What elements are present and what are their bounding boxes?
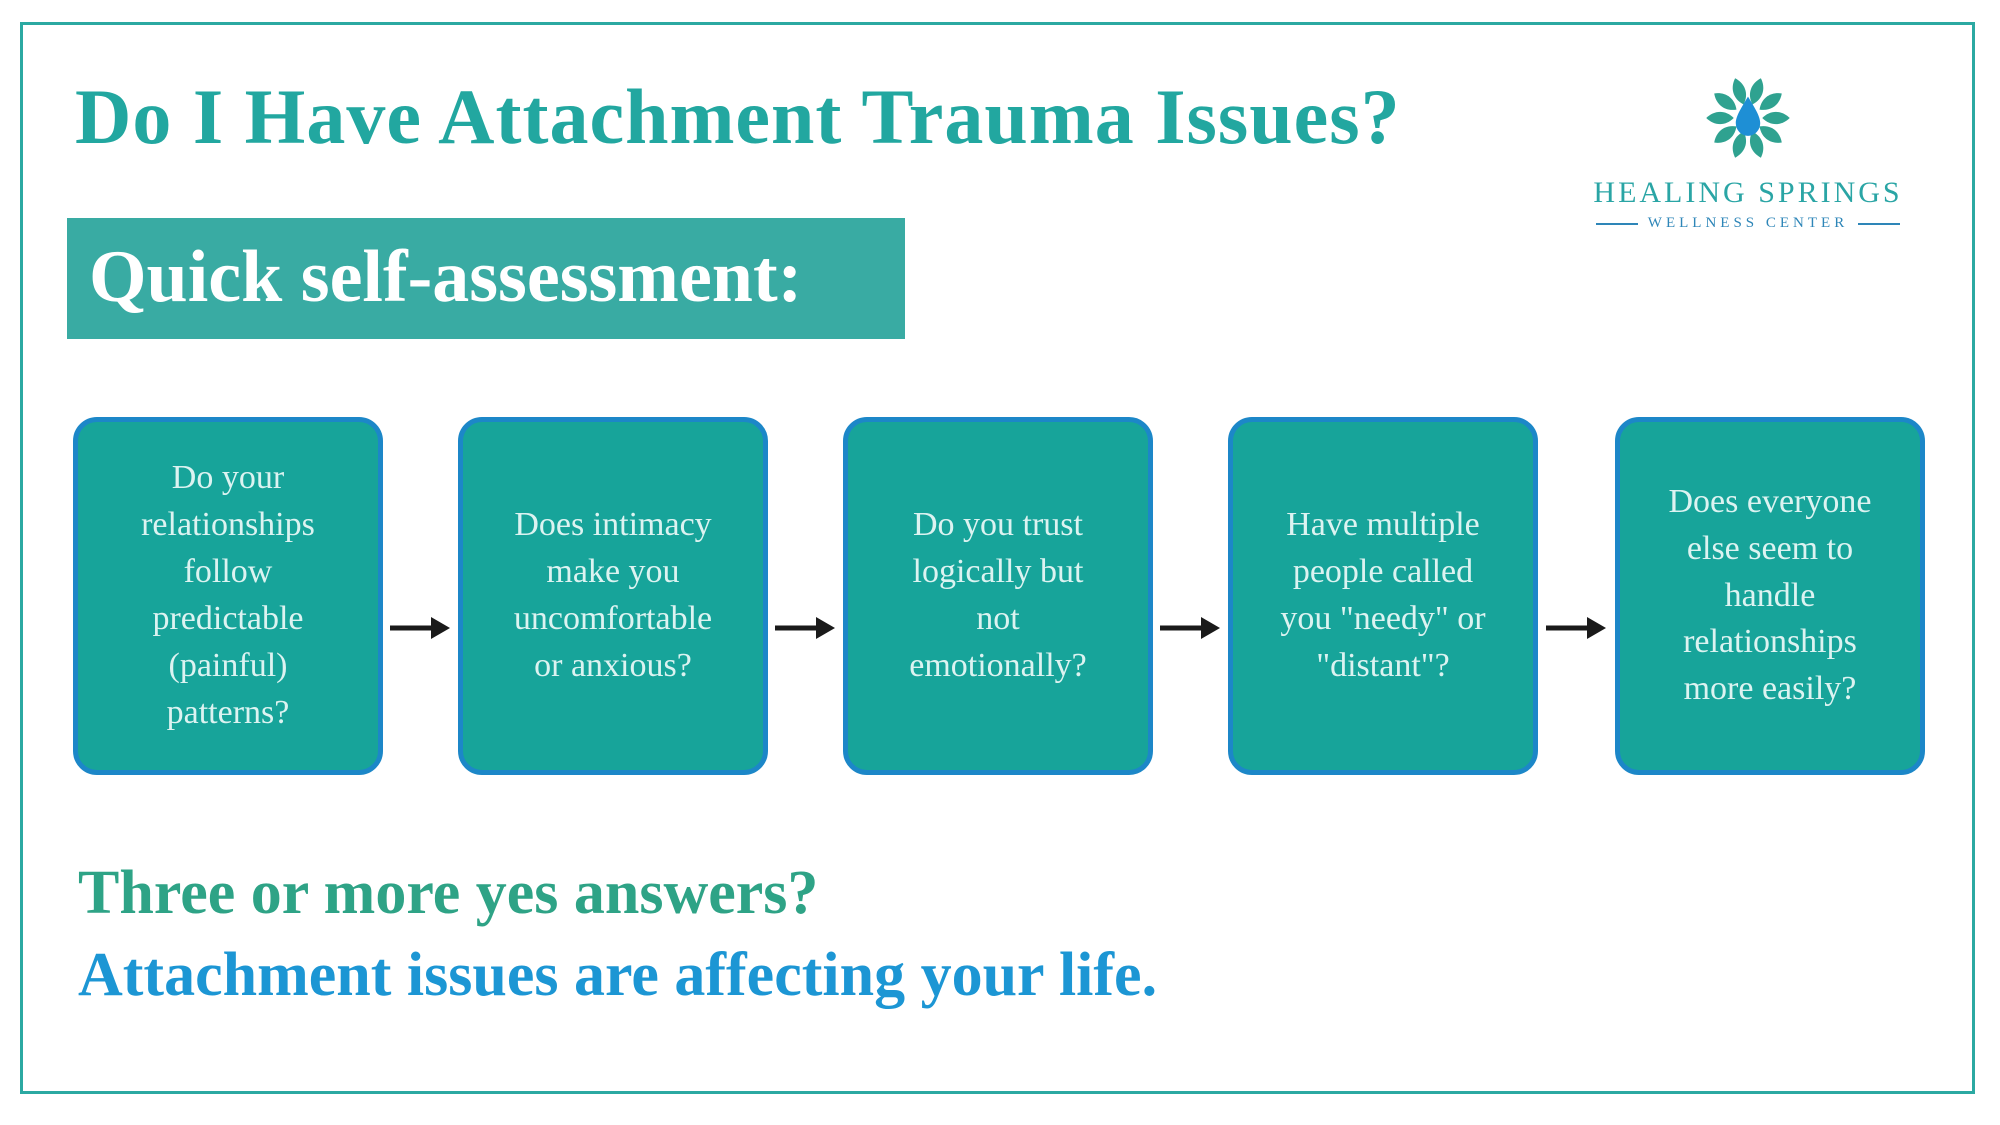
- question-box-2: Does intimacy make you uncomfortable or …: [458, 417, 768, 775]
- logo-divider-left: [1595, 222, 1638, 225]
- question-box-4: Have multiple people called you "needy" …: [1228, 417, 1538, 775]
- page-border-frame: [20, 22, 1975, 1094]
- banner-label: Quick self-assessment:: [89, 236, 803, 318]
- conclusion-block: Three or more yes answers? Attachment is…: [78, 852, 1157, 1016]
- banner: Quick self-assessment:: [67, 218, 905, 339]
- conclusion-statement: Attachment issues are affecting your lif…: [78, 941, 1158, 1009]
- question-box-3: Do you trust logically but not emotional…: [843, 417, 1153, 775]
- right-arrow-icon: [775, 617, 835, 639]
- healing-springs-logo: HEALING SPRINGS WELLNESS CENTER: [1593, 62, 1901, 232]
- water-drop-icon: [1735, 96, 1761, 136]
- right-arrow-icon: [1160, 617, 1220, 639]
- logo-subtitle: WELLNESS CENTER: [1647, 215, 1849, 231]
- page-title: Do I Have Attachment Trauma Issues?: [75, 73, 1401, 160]
- logo-name: HEALING SPRINGS: [1593, 176, 1903, 209]
- logo-subtitle-row: WELLNESS CENTER: [1595, 215, 1901, 232]
- conclusion-question: Three or more yes answers?: [78, 859, 819, 927]
- question-box-5: Does everyone else seem to handle relati…: [1615, 417, 1925, 775]
- logo-divider-right: [1858, 222, 1901, 225]
- flower-water-drop-icon: [1706, 78, 1790, 158]
- right-arrow-icon: [1546, 617, 1606, 639]
- right-arrow-icon: [390, 617, 450, 639]
- question-box-1: Do your relationships follow predictable…: [73, 417, 383, 775]
